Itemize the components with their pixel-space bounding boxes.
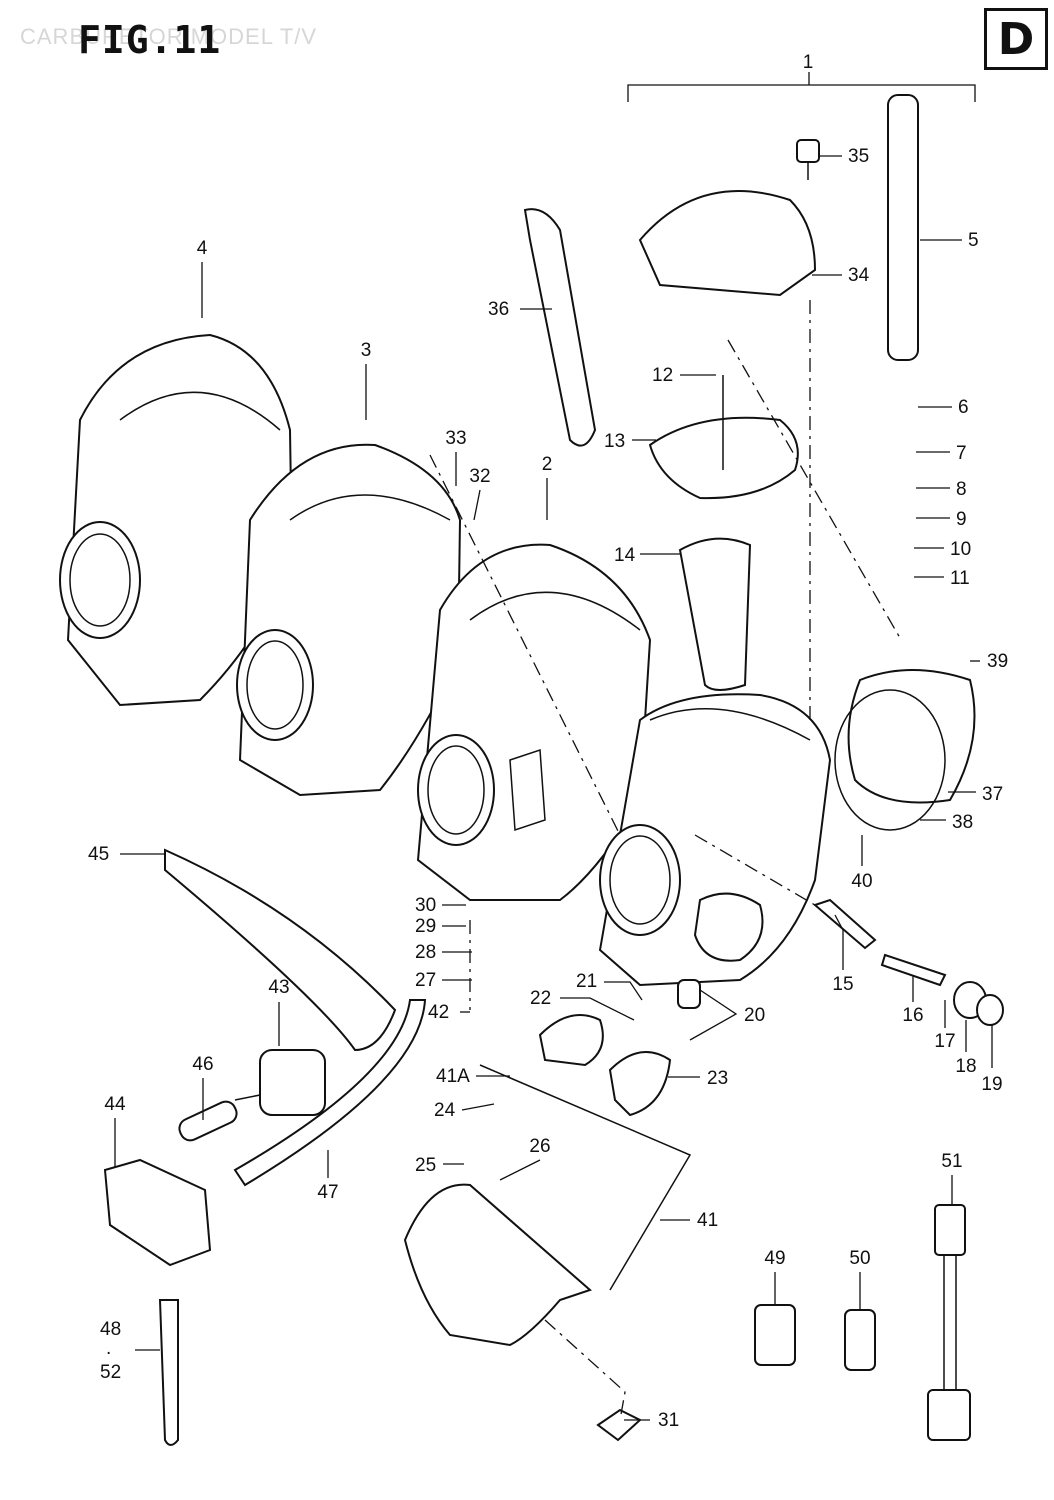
callout-label-14: 14 — [614, 545, 636, 566]
callout-label-34: 34 — [848, 265, 870, 286]
callout-label-2: 2 — [542, 454, 553, 475]
callout-label-49: 49 — [764, 1248, 785, 1269]
callout-leader-21 — [604, 981, 643, 1001]
connector-51 — [927, 1204, 971, 1441]
callout-label-42: 42 — [428, 1002, 449, 1023]
return-spring — [887, 94, 919, 361]
watermark-text: CARBURETOR MODEL T/V — [20, 24, 318, 49]
callout-label-13: 13 — [604, 431, 625, 452]
callout-label-45: 45 — [88, 844, 109, 865]
callout-label-6: 6 — [958, 397, 969, 418]
callout-label-5: 5 — [968, 230, 979, 251]
callout-leader-32 — [473, 489, 481, 521]
carburetor-assembly-3 — [416, 543, 652, 901]
callout-label-33: 33 — [445, 428, 466, 449]
assembly-bracket — [627, 84, 976, 102]
callout-label-17: 17 — [934, 1031, 955, 1052]
callout-label-47: 47 — [317, 1182, 338, 1203]
callout-label-46: 46 — [192, 1054, 213, 1075]
cable-tie — [158, 1299, 179, 1446]
callout-leader-24 — [461, 1103, 495, 1111]
breather-hose-36 — [523, 208, 597, 447]
callout-leader-26 — [499, 1159, 541, 1181]
callout-label-11: 11 — [950, 568, 970, 589]
carburetor-body-exploded — [598, 693, 832, 987]
callout-separator: . — [106, 1338, 111, 1359]
callout-leader-22 — [560, 997, 635, 1021]
callout-label-23: 23 — [707, 1068, 728, 1089]
callout-leader-15 — [834, 914, 844, 970]
callout-label-20: 20 — [744, 1005, 765, 1026]
float-chamber — [403, 1064, 692, 1347]
callout-label-21: 21 — [576, 971, 597, 992]
idle-adjust-parts — [813, 898, 1004, 1026]
callout-label-29: 29 — [415, 916, 436, 937]
callout-label-10: 10 — [950, 539, 971, 560]
callout-label-43: 43 — [268, 977, 289, 998]
callout-label-26: 26 — [529, 1136, 550, 1157]
air-funnel-and-gasket — [834, 669, 976, 831]
alignment-line — [429, 454, 621, 836]
callout-label-51: 51 — [941, 1151, 962, 1172]
callout-label-9: 9 — [956, 509, 967, 530]
callout-label-22: 22 — [530, 988, 551, 1009]
section-badge: D — [984, 8, 1048, 70]
callout-label-38: 38 — [952, 812, 973, 833]
callout-label-1: 1 — [803, 52, 814, 73]
callout-label-18: 18 — [955, 1056, 976, 1077]
callout-label-52: 52 — [100, 1362, 121, 1383]
callout-label-8: 8 — [956, 479, 967, 500]
callout-label-16: 16 — [902, 1005, 923, 1026]
callout-label-19: 19 — [981, 1074, 1002, 1095]
fuel-valve — [103, 1158, 212, 1267]
callout-label-41A: 41A — [436, 1066, 470, 1087]
callout-label-28: 28 — [415, 942, 436, 963]
callout-label-32: 32 — [469, 466, 490, 487]
callout-label-31: 31 — [658, 1410, 679, 1431]
hose-parts — [164, 848, 427, 1187]
callout-label-37: 37 — [982, 784, 1003, 805]
callout-label-50: 50 — [849, 1248, 870, 1269]
callout-label-25: 25 — [415, 1155, 436, 1176]
figure-title: FIG.11 — [78, 18, 222, 62]
callout-label-4: 4 — [197, 238, 208, 259]
float-parts — [538, 979, 701, 1117]
callout-label-3: 3 — [361, 340, 372, 361]
callout-label-30: 30 — [415, 895, 436, 916]
callout-label-24: 24 — [434, 1100, 456, 1121]
callout-label-48: 48 — [100, 1319, 121, 1340]
callout-label-36: 36 — [488, 299, 509, 320]
alignment-line — [694, 834, 816, 906]
top-cover — [638, 190, 817, 297]
screw-35 — [796, 139, 820, 180]
alignment-line — [544, 1319, 626, 1421]
screw-31 — [596, 1408, 642, 1442]
sensor-49 — [754, 1304, 796, 1366]
callout-label-39: 39 — [987, 651, 1008, 672]
callout-label-7: 7 — [956, 443, 967, 464]
callout-label-15: 15 — [832, 974, 853, 995]
callout-label-12: 12 — [652, 365, 673, 386]
carburetor-assembly-1 — [59, 333, 294, 707]
callout-label-40: 40 — [851, 871, 872, 892]
callout-label-27: 27 — [415, 970, 436, 991]
callout-leader-20 — [689, 989, 738, 1041]
sensor-50 — [844, 1309, 876, 1371]
callout-label-35: 35 — [848, 146, 869, 167]
carburetor-assembly-2 — [236, 443, 462, 797]
fuel-filter — [234, 1049, 326, 1116]
callout-label-44: 44 — [104, 1094, 126, 1115]
vacuum-piston — [648, 375, 799, 691]
callout-label-41: 41 — [697, 1210, 718, 1231]
